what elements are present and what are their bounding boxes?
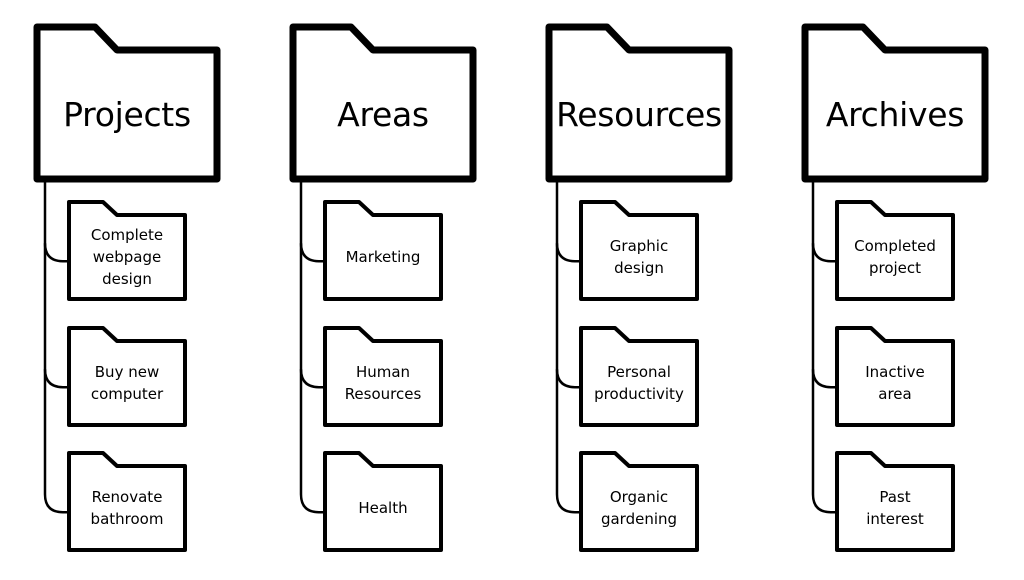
connector-line xyxy=(811,243,837,263)
folder-icon-small xyxy=(323,326,443,427)
folder-icon-small xyxy=(835,200,955,301)
folder-icon-small xyxy=(835,451,955,552)
folder-icon-large xyxy=(545,23,733,183)
connector-line xyxy=(811,369,837,389)
folder-icon-small xyxy=(579,451,699,552)
folder-icon-small xyxy=(835,326,955,427)
connector-line xyxy=(43,243,69,263)
folder-icon-small xyxy=(67,200,187,301)
folder-icon-small xyxy=(67,451,187,552)
folder-icon-small xyxy=(323,451,443,552)
connector-line xyxy=(299,243,325,263)
connector-line xyxy=(43,369,69,389)
connector-line xyxy=(43,175,69,514)
connector-line xyxy=(555,369,581,389)
connector-line xyxy=(299,369,325,389)
folder-icon-small xyxy=(579,326,699,427)
connector-line xyxy=(811,175,837,514)
folder-icon-small xyxy=(323,200,443,301)
connector-line xyxy=(555,175,581,514)
connector-line xyxy=(299,175,325,514)
folder-icon-small xyxy=(67,326,187,427)
folder-icon-large xyxy=(289,23,477,183)
connector-line xyxy=(555,243,581,263)
folder-icon-large xyxy=(33,23,221,183)
folder-icon-large xyxy=(801,23,989,183)
folder-icon-small xyxy=(579,200,699,301)
